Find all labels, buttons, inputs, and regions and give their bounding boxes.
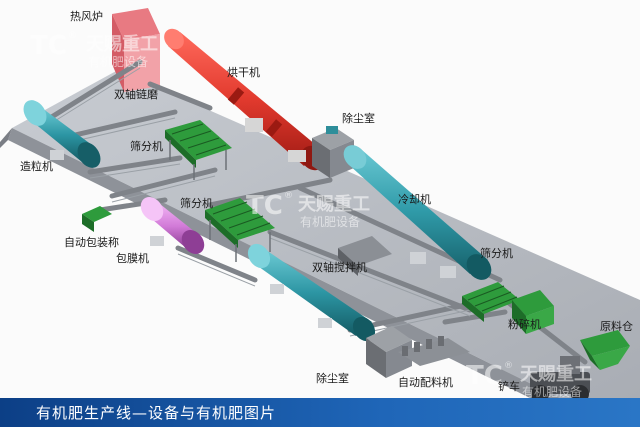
label-dryer: 烘干机: [227, 65, 260, 79]
label-loader: 铲车: [498, 379, 520, 393]
svg-text:®: ®: [504, 361, 513, 371]
svg-text:®: ®: [284, 191, 293, 201]
svg-text:天赐重工: 天赐重工: [520, 363, 592, 385]
label-auto-batching: 自动配料机: [398, 375, 453, 389]
caption-text: 有机肥生产线—设备与有机肥图片: [36, 404, 277, 422]
label-raw-material-bin: 原料仓: [600, 319, 633, 333]
label-screener-1: 筛分机: [130, 139, 163, 153]
coating-machine: [140, 197, 205, 254]
floor-slab-left: [0, 128, 12, 148]
svg-text:天赐重工: 天赐重工: [298, 193, 370, 215]
label-granulator: 造粒机: [20, 159, 53, 173]
watermark-bottom-right: TC ® 天赐重工 有机肥设备: [466, 361, 592, 398]
label-double-shaft-mixer: 双轴搅拌机: [312, 260, 367, 274]
label-crusher: 粉碎机: [508, 317, 541, 331]
svg-text:TC: TC: [466, 361, 503, 391]
label-screener-2: 筛分机: [180, 196, 213, 210]
svg-text:有机肥设备: 有机肥设备: [300, 215, 360, 229]
dust-room-top: [312, 126, 354, 178]
screener-3: [462, 282, 520, 322]
label-dust-room-top: 除尘室: [342, 111, 375, 125]
cooler: [343, 145, 492, 280]
caption-bar: 有机肥生产线—设备与有机肥图片: [0, 398, 640, 427]
auto-batching-machine: [398, 336, 470, 366]
label-cooler: 冷却机: [398, 192, 431, 206]
svg-text:TC: TC: [30, 31, 67, 61]
watermark-top-left: TC ® 天赐重工 有机肥设备: [30, 31, 158, 69]
svg-text:®: ®: [68, 31, 77, 41]
label-screener-3: 筛分机: [480, 246, 513, 260]
loader-vehicle: [530, 356, 590, 398]
label-dust-room-bottom: 除尘室: [316, 371, 349, 385]
auto-packing-scale: [82, 206, 112, 232]
granulator: [23, 100, 101, 168]
svg-text:TC: TC: [246, 191, 283, 221]
label-hot-air-furnace: 热风炉: [70, 10, 103, 23]
label-coating-machine: 包膜机: [116, 251, 149, 265]
conveyor-trusses: [49, 67, 471, 337]
svg-text:天赐重工: 天赐重工: [86, 33, 158, 55]
double-shaft-mixer-stand: [338, 236, 392, 276]
floor-slab-top: [12, 70, 640, 398]
label-double-shaft-chain-mill: 双轴链磨: [114, 87, 158, 101]
svg-text:有机肥设备: 有机肥设备: [522, 385, 582, 398]
watermark-center: TC ® 天赐重工 有机肥设备: [246, 191, 370, 229]
screener-1: [165, 120, 232, 180]
label-auto-packing: 自动包装称: [64, 235, 119, 249]
production-line-diagram: TC ® 天赐重工 有机肥设备 TC ® 天赐重工 有机肥设备 TC ® 天赐重…: [0, 8, 640, 398]
crusher: [512, 290, 554, 334]
double-shaft-mixer: [247, 243, 376, 342]
svg-text:有机肥设备: 有机肥设备: [88, 55, 148, 69]
raw-material-bin: [580, 330, 630, 370]
screener-2: [205, 198, 275, 262]
